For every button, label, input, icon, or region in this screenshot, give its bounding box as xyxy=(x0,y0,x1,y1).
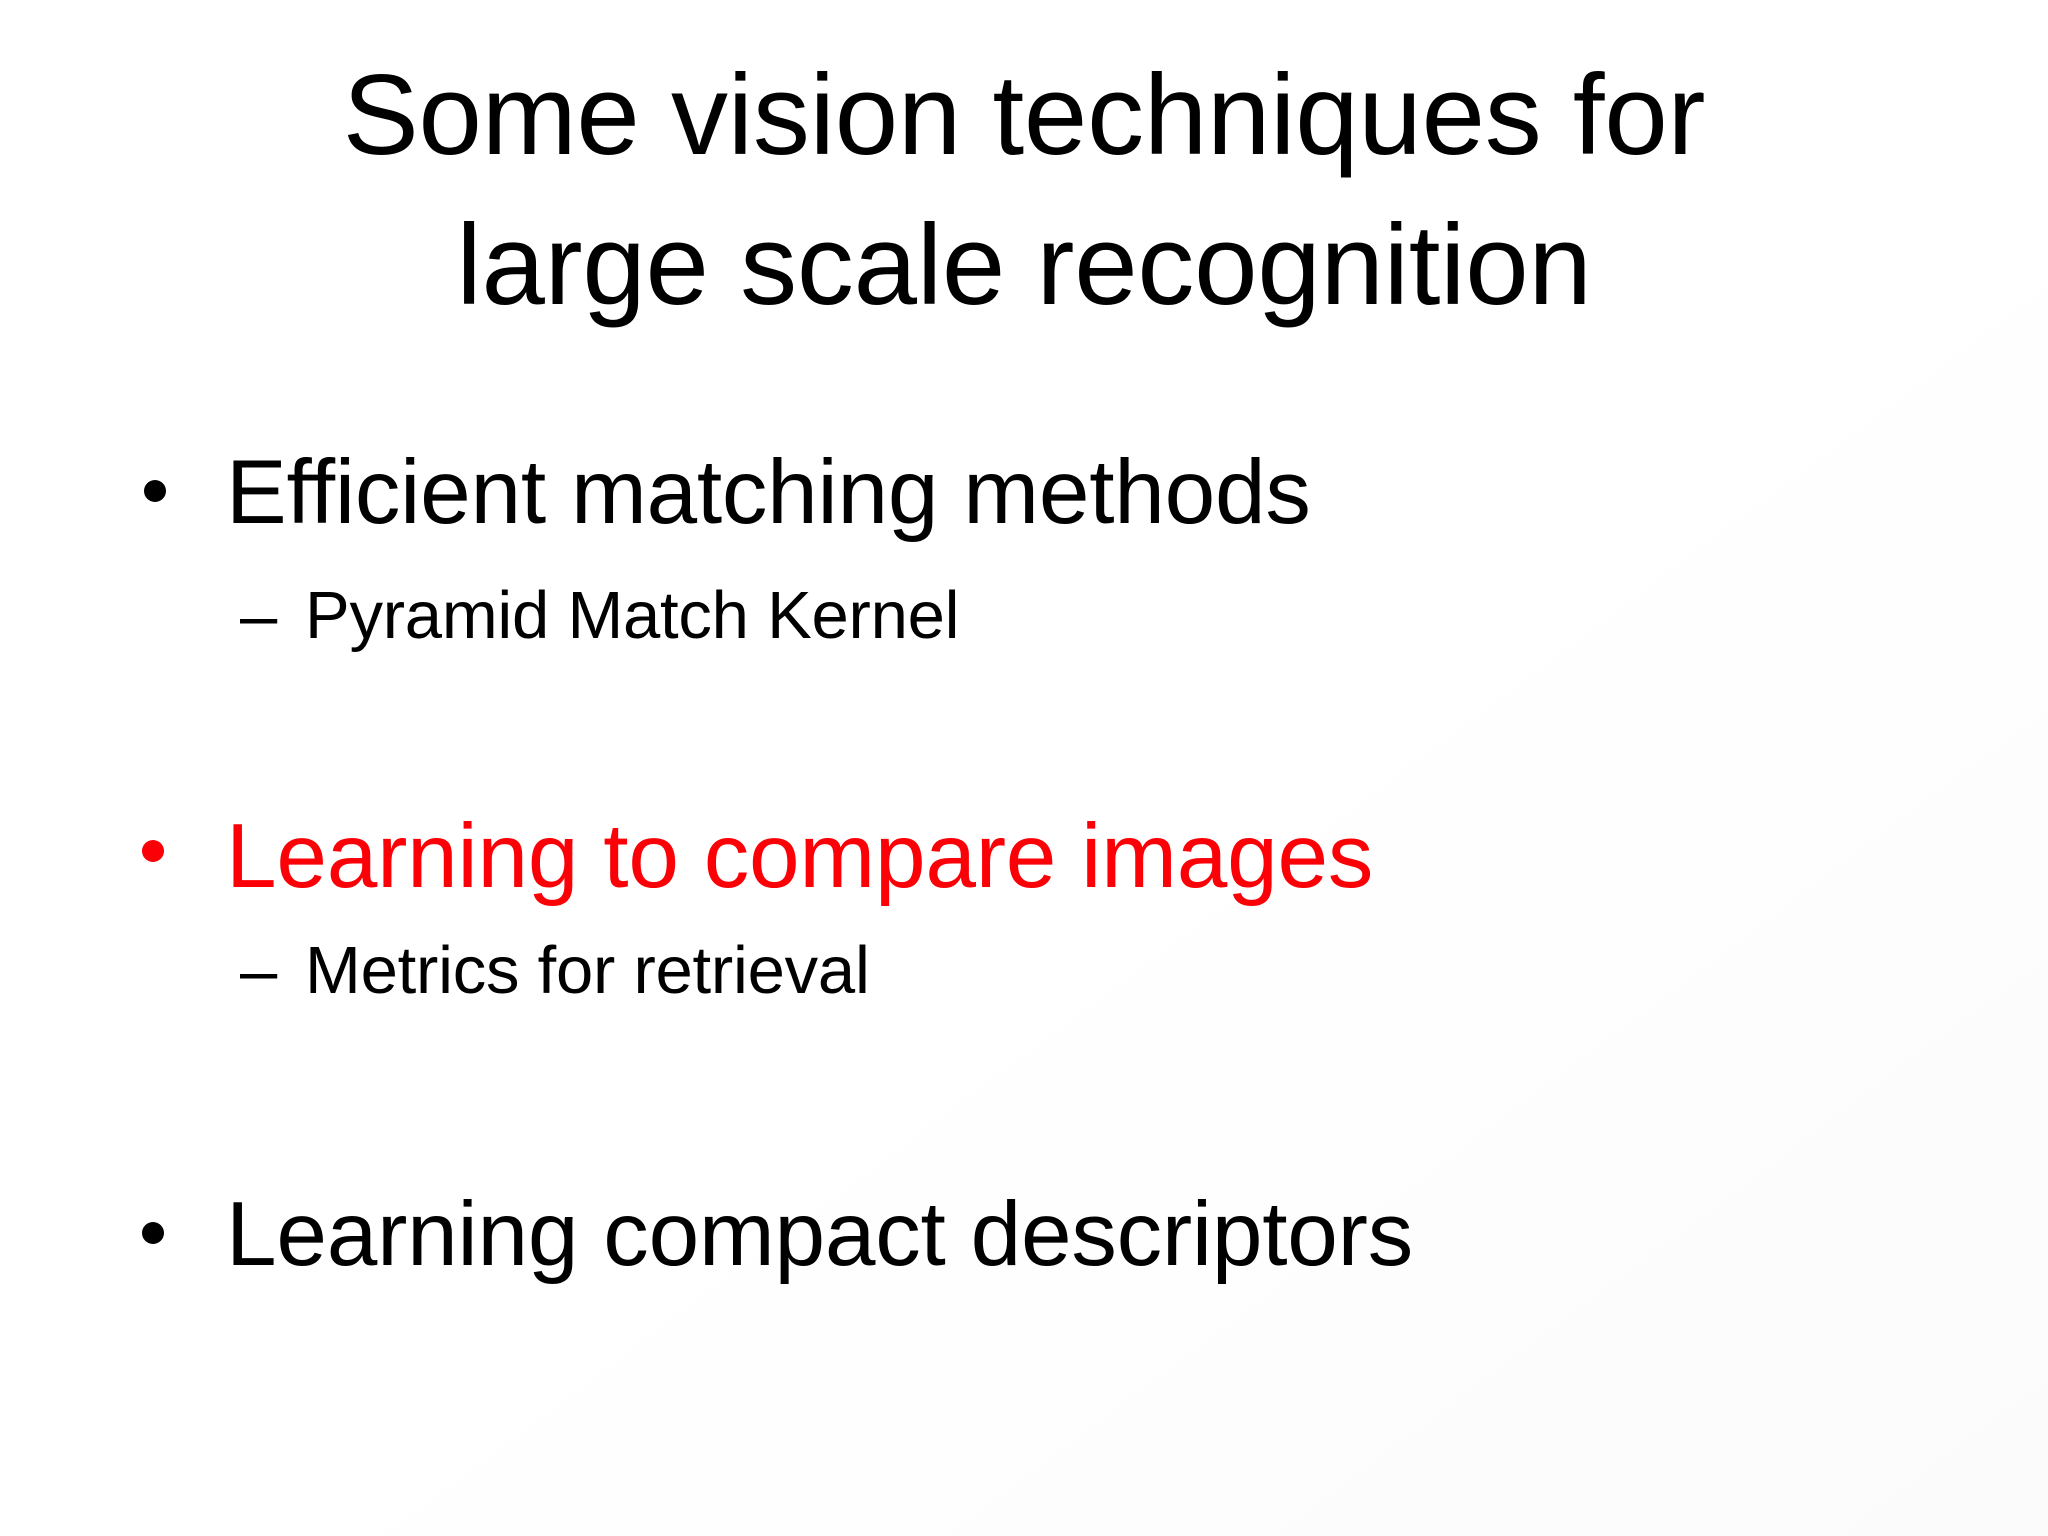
slide-title: Some vision techniques for large scale r… xyxy=(0,41,2048,341)
bullet-item-learning-to-compare: Learning to compare images xyxy=(226,806,1374,907)
bullet-dot xyxy=(142,840,164,862)
sub-bullet-dash: – xyxy=(240,933,278,1008)
sub-bullet-metrics-for-retrieval: –Metrics for retrieval xyxy=(240,937,870,1004)
sub-bullet-pyramid-match-kernel: –Pyramid Match Kernel xyxy=(240,578,960,653)
slide-title-line-2: large scale recognition xyxy=(456,202,1592,329)
bullet-item-efficient-matching: Efficient matching methods xyxy=(226,442,1311,543)
bullet-item-learning-compact-descriptors: Learning compact descriptors xyxy=(226,1184,1413,1285)
bullet-dot xyxy=(144,480,166,502)
sub-bullet-dash: – xyxy=(240,578,278,653)
sub-bullet-label: Pyramid Match Kernel xyxy=(305,578,960,653)
slide-title-line-1: Some vision techniques for xyxy=(342,52,1706,179)
sub-bullet-label: Metrics for retrieval xyxy=(305,933,870,1008)
bullet-dot xyxy=(142,1222,164,1244)
